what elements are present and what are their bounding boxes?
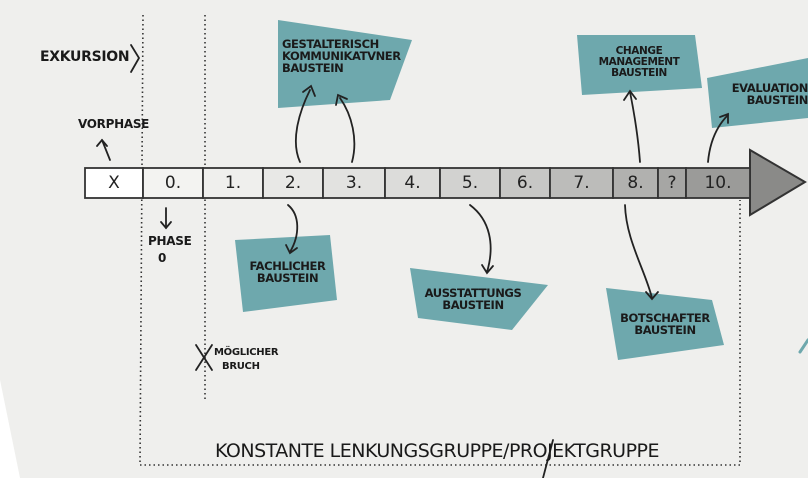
- segment-label-10: 10.: [704, 173, 732, 193]
- footer-slash: [542, 439, 554, 478]
- tag-evaluation-line1: EVALUATION: [731, 81, 808, 95]
- timeline-bar: [84, 167, 751, 199]
- label-bruch-line2: BRUCH: [222, 361, 260, 372]
- arrow-fachlicher: [287, 204, 299, 253]
- arrow-gestalterisch-left-head: [302, 84, 316, 97]
- segment-label-7: 7.: [573, 173, 590, 193]
- label-phase-number: 0: [158, 251, 167, 265]
- tag-shape-change: [577, 35, 702, 95]
- tag-shape-ausstattungs: [410, 268, 548, 330]
- arrow-evaluation-head: [719, 112, 729, 124]
- arrow-evaluation: [707, 114, 729, 163]
- tag-botschafter-line1: BOTSCHAFTER: [620, 311, 710, 325]
- tag-shape-botschafter: [606, 288, 724, 360]
- arrow-change-head: [623, 89, 637, 101]
- segment-label-1: 1.: [224, 173, 242, 193]
- tag-evaluation-line2: BAUSTEIN: [746, 93, 808, 108]
- label-exkursion: EXKURSION: [40, 49, 130, 65]
- tag-gestalterisch-line3: BAUSTEIN: [282, 61, 344, 76]
- label-vorphase: VORPHASE: [78, 117, 150, 131]
- segment-label-0: 0.: [164, 173, 182, 193]
- bruch-x-mark: [195, 344, 213, 371]
- arrow-vorphase-head: [96, 138, 108, 147]
- arrow-gestalterisch-right: [339, 97, 356, 163]
- background-corner: [0, 380, 20, 478]
- tag-fachlicher-line2: BAUSTEIN: [256, 271, 319, 286]
- arrow-fachlicher-head: [285, 244, 298, 255]
- arrow-botschafter-head: [645, 291, 659, 301]
- tag-fachlicher-line1: FACHLICHER: [249, 259, 326, 273]
- arrow-ausstattungs-head: [481, 264, 494, 275]
- connectors: [96, 44, 808, 478]
- segment-box-6: [499, 167, 551, 199]
- arrow-ausstattungs: [469, 204, 492, 273]
- edge-fragment: [798, 338, 808, 354]
- tag-change-line2: MANAGEMENT: [598, 56, 680, 69]
- lenkungsgruppe-frame: [140, 200, 741, 466]
- footer-lenkungsgruppe: KONSTANTE LENKUNGSGRUPPE/PROJEKTGRUPPE: [215, 440, 660, 462]
- tag-botschafter: BOTSCHAFTER BAUSTEIN: [610, 312, 720, 336]
- tag-gestalterisch-line1: GESTALTERISCH: [282, 37, 379, 51]
- arrow-phase-head: [160, 221, 172, 230]
- tag-shape-evaluation: [707, 58, 808, 128]
- tag-change-line1: CHANGE: [615, 45, 663, 57]
- segment-box-3: [322, 167, 386, 199]
- segment-label-6: 6.: [516, 173, 534, 193]
- arrow-gestalterisch-left: [295, 89, 311, 163]
- segment-label-5: 5.: [461, 173, 479, 193]
- arrow-botschafter: [624, 204, 653, 299]
- segment-label-x: X: [108, 173, 120, 193]
- tag-gestalterisch-line2: KOMMUNIKATVNER: [282, 49, 401, 64]
- label-bruch-line1: MÖGLICHER: [214, 347, 279, 358]
- segment-box-5: [439, 167, 501, 199]
- segment-box-8: [612, 167, 659, 199]
- tag-gestalterisch: GESTALTERISCH KOMMUNIKATVNER BAUSTEIN: [282, 38, 402, 74]
- tag-fachlicher: FACHLICHER BAUSTEIN: [240, 260, 335, 284]
- arrow-change: [629, 91, 641, 163]
- tag-ausstattungs: AUSSTATTUNGS BAUSTEIN: [414, 287, 532, 311]
- tag-ausstattungs-line2: BAUSTEIN: [442, 298, 504, 313]
- arrow-gestalterisch-right-head: [335, 93, 348, 106]
- segment-box-4: [384, 167, 441, 199]
- tag-shape-fachlicher: [235, 235, 337, 312]
- tag-change-line3: BAUSTEIN: [611, 67, 667, 80]
- label-phase: PHASE: [148, 234, 192, 248]
- segment-box-10: [685, 167, 751, 199]
- tag-change: CHANGE MANAGEMENT BAUSTEIN: [580, 45, 698, 80]
- segment-box-0: [142, 167, 204, 199]
- exkursion-bracket: [130, 44, 141, 73]
- arrow-vorphase: [101, 139, 111, 161]
- tag-evaluation: EVALUATION BAUSTEIN: [712, 82, 808, 106]
- segment-box-7: [549, 167, 614, 199]
- segment-label-8: 8.: [627, 173, 644, 193]
- segment-box-question: [657, 167, 687, 199]
- tag-ausstattungs-line1: AUSSTATTUNGS: [424, 286, 522, 300]
- segment-label-3: 3.: [345, 173, 363, 193]
- segment-label-question: ?: [667, 173, 677, 193]
- segment-label-2: 2.: [284, 173, 302, 193]
- segment-label-4: 4.: [404, 173, 421, 193]
- segment-box-1: [202, 167, 264, 199]
- tag-botschafter-line2: BAUSTEIN: [634, 323, 696, 338]
- separator-exkursion: [139, 14, 144, 466]
